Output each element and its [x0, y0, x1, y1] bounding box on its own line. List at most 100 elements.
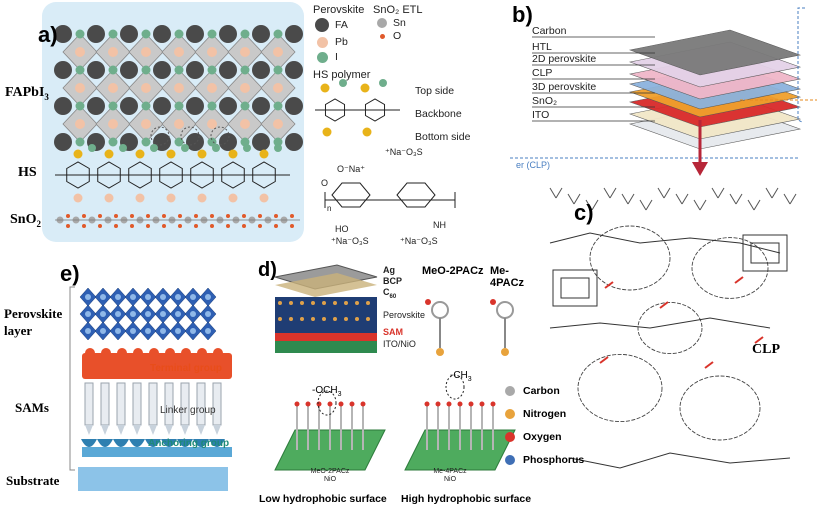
side-branch	[717, 187, 725, 199]
hs-side-group	[243, 144, 251, 152]
fa-cation	[186, 133, 204, 151]
perovskite-center	[205, 294, 211, 300]
phosphonate-atom	[436, 348, 444, 356]
perovskite-atom	[289, 301, 293, 305]
side-branch	[735, 193, 743, 205]
linker-tip	[197, 425, 205, 435]
sam-head	[316, 401, 322, 407]
linker-stem	[212, 382, 222, 426]
legend-perovskite-title: Perovskite	[313, 4, 365, 16]
o-atom	[66, 214, 70, 218]
backbone-hexagon	[221, 161, 245, 189]
fa-cation	[87, 61, 105, 79]
sam-head	[338, 401, 344, 407]
terminal-knob	[165, 348, 175, 358]
legend-bottom-atom	[362, 127, 372, 137]
o-atom	[82, 214, 86, 218]
fa-cation	[120, 97, 138, 115]
linker-tip	[149, 425, 157, 435]
legend-backbone: Backbone	[415, 108, 462, 120]
i-atom	[273, 29, 283, 39]
i-atom	[75, 137, 85, 147]
fa-cation	[120, 61, 138, 79]
pb-atom	[108, 119, 118, 129]
crosslink	[754, 336, 764, 344]
fa-cation	[186, 25, 204, 43]
anchoring-bowl	[145, 439, 161, 447]
i-atom	[174, 101, 184, 111]
fa-cation	[186, 61, 204, 79]
pb-atom	[273, 47, 283, 57]
anchoring-group-label: Anchoring group	[148, 438, 230, 449]
legend-top-atom	[360, 83, 370, 93]
hs-top-group	[104, 149, 114, 159]
hs-side-group	[119, 144, 127, 152]
backbone-hexagon	[190, 161, 214, 189]
side-branch	[681, 193, 689, 205]
pb-atom	[207, 83, 217, 93]
perovskite-atom	[300, 317, 304, 321]
o-atom	[130, 214, 134, 218]
i-atom	[75, 101, 85, 111]
hs-bottom-group	[166, 193, 176, 203]
fa-cation	[285, 25, 303, 43]
caption-high: High hydrophobic surface	[401, 493, 532, 505]
panel-d-drawing	[274, 264, 516, 471]
molecule-ring	[496, 301, 514, 319]
perovskite-center	[190, 328, 196, 334]
perovskite-atom	[344, 317, 348, 321]
side-branch	[693, 199, 701, 211]
layer-label: Carbon	[532, 25, 567, 37]
hs-bottom-group	[104, 193, 114, 203]
side-branch	[747, 199, 755, 211]
linker-tip	[85, 425, 93, 435]
vacancy-circle	[210, 126, 230, 146]
perovskite-center	[115, 311, 121, 317]
side-branch	[555, 187, 563, 199]
backbone-hexagon	[128, 161, 152, 189]
layer-label: 2D perovskite	[532, 53, 596, 65]
layer-label: CLP	[532, 67, 552, 79]
anchoring-bowl	[129, 439, 145, 447]
i-atom	[174, 137, 184, 147]
i-atom	[240, 29, 250, 39]
linker-group-label: Linker group	[160, 405, 216, 416]
backbone-hexagon	[66, 161, 90, 189]
fa-cation	[219, 133, 237, 151]
linker-tip	[165, 425, 173, 435]
side-branch	[567, 193, 575, 205]
dashed-frame	[797, 7, 805, 123]
sam-head	[349, 401, 355, 407]
i-atom	[207, 137, 217, 147]
clp-network	[549, 187, 797, 469]
linker-tip	[213, 425, 221, 435]
o-atom	[242, 224, 246, 228]
legend-top-side: Top side	[415, 85, 455, 97]
perovskite-center	[100, 294, 106, 300]
panel-a-legend: Perovskite FA Pb I SnO₂ ETL Sn O HS poly…	[305, 0, 485, 246]
sam-head	[305, 401, 311, 407]
perovskite-center	[160, 328, 166, 334]
ch3-highlight	[445, 374, 465, 400]
nitrogen-icon	[505, 409, 515, 419]
och3-highlight	[317, 390, 337, 416]
i-atom	[273, 137, 283, 147]
pb-atom	[75, 47, 85, 57]
legend-etl-title: SnO₂ ETL	[373, 4, 423, 16]
pb-atom	[141, 47, 151, 57]
fa-cation	[153, 97, 171, 115]
legend-bottom-atom	[322, 127, 332, 137]
o-atom	[258, 214, 262, 218]
side-branch	[657, 187, 665, 199]
perovskite-atom	[333, 301, 337, 305]
terminal-knob	[101, 348, 111, 358]
backbone-hexagon	[159, 161, 183, 189]
fa-cation	[219, 97, 237, 115]
side-branch	[603, 187, 611, 199]
stack-sam: SAM	[383, 327, 403, 337]
fa-cation	[252, 61, 270, 79]
perovskite-atom	[355, 301, 359, 305]
sam-head	[360, 401, 366, 407]
chem-top-sulfate: ⁺Na⁻O₃S	[385, 147, 423, 157]
